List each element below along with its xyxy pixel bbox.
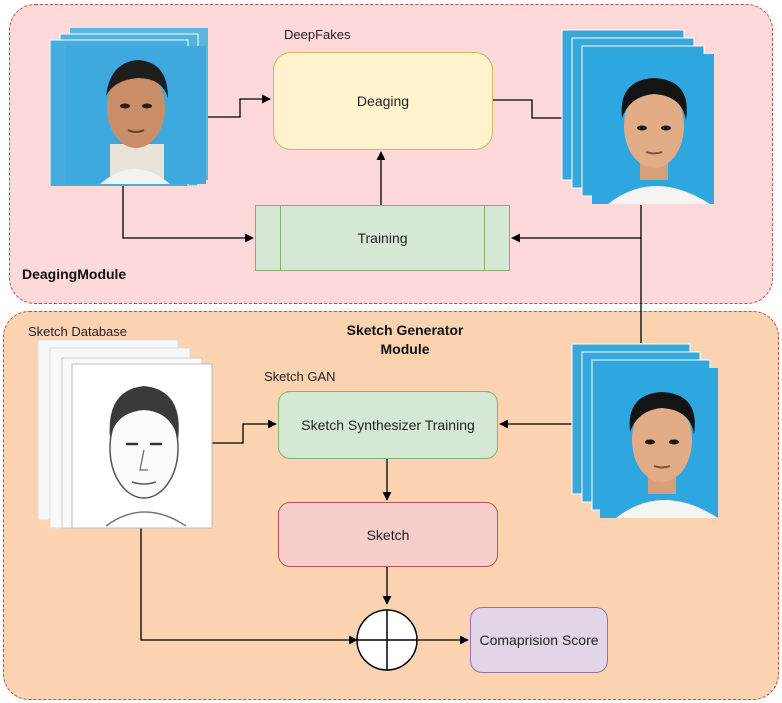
old-face-photo-stack xyxy=(49,28,208,186)
comparison-score-label: Comaprision Score xyxy=(479,632,599,648)
young-man-face-icon xyxy=(608,78,710,204)
edge-old-photo-to-deaging xyxy=(207,94,271,118)
sketch-node: Sketch xyxy=(278,502,498,567)
edge-sketch-db-to-combiner xyxy=(140,525,358,645)
sketch-node-label: Sketch xyxy=(366,526,410,543)
deaging-node-label: Deaging xyxy=(356,93,410,109)
young-face-photo-stack-top xyxy=(561,29,714,204)
old-man-face-icon xyxy=(100,60,170,184)
edge-deaging-to-young-photo xyxy=(492,99,571,123)
edge-young-photo-to-training xyxy=(511,205,642,243)
training-node-label: Training xyxy=(357,230,408,246)
deaging-node: Deaging xyxy=(273,52,493,150)
sketch-database-label: Sketch Database xyxy=(28,324,128,339)
young-face-photo-stack-bottom xyxy=(571,343,718,518)
sketch-database-stack xyxy=(37,339,213,529)
training-node-divider-right xyxy=(484,206,485,270)
face-sketch-icon xyxy=(105,386,187,527)
deepfakes-label: DeepFakes xyxy=(284,27,351,42)
training-node-divider-left xyxy=(280,206,281,270)
deaging-module-title: DeagingModule xyxy=(22,266,127,282)
combiner-symbol xyxy=(356,609,418,671)
sketch-module-title: Sketch Generator Module xyxy=(346,322,464,357)
comparison-score-node: Comaprision Score xyxy=(470,607,608,673)
edge-sketch-db-to-synth xyxy=(212,419,277,444)
young-man-face-icon xyxy=(616,392,718,518)
edge-old-photo-to-training xyxy=(122,183,254,243)
sketch-synthesizer-training-label: Sketch Synthesizer Training xyxy=(301,417,475,433)
training-node: Training xyxy=(255,205,510,271)
sketch-gan-label: Sketch GAN xyxy=(264,369,336,384)
sketch-synthesizer-training-node: Sketch Synthesizer Training xyxy=(278,391,498,459)
